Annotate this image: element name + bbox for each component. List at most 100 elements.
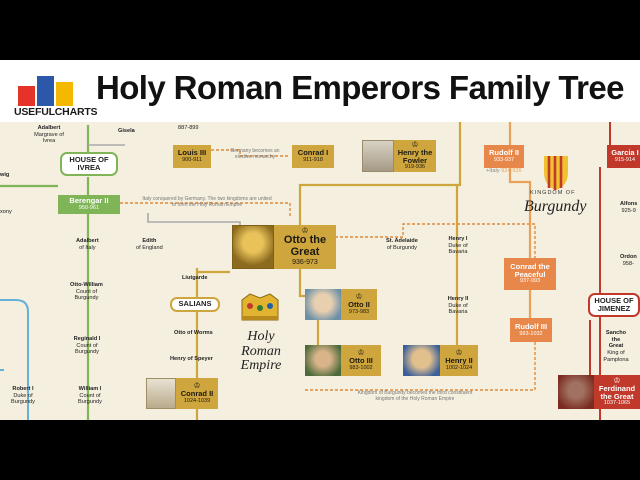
person-name: wig — [0, 172, 10, 178]
crown-icon: ♔ — [355, 292, 363, 302]
person-dates: 958- — [622, 260, 634, 267]
person-name: Sancho the Great — [605, 330, 627, 350]
person-name: Henry I — [448, 236, 468, 242]
ruler-name: Rudolf III — [514, 321, 548, 331]
henry-speyer-label: Henry of Speyer — [170, 356, 213, 363]
italy-conquered-note: Italy conquered by Germany. The two king… — [142, 196, 272, 209]
ruler-name: Henry the Fowler — [397, 147, 433, 165]
elective-monarchy-note: Germany becomes an elective monarchy — [230, 148, 280, 161]
person-title: Duke of Burgundy — [11, 392, 35, 406]
ruler-name: Conrad II — [180, 389, 214, 399]
ruler-dates: 915-914 — [614, 157, 636, 164]
ruler-conrad-the-peaceful: Conrad the Peaceful 937-993 — [504, 258, 556, 290]
person-name: Reginald I — [73, 336, 101, 342]
italy-dates: 924-926 — [501, 168, 522, 174]
ruler-ferdinand-the-great: ♔ Ferdinand the Great 1037-1065 — [594, 375, 640, 409]
house-jimenez-badge: HOUSE OF JIMENEZ — [588, 293, 640, 317]
ruler-name: Ferdinand the Great — [598, 383, 636, 401]
adalbert-margrave-label: Adalbert Margrave of Ivrea — [34, 125, 64, 145]
burgundy-emblem-small: KINGDOM OF — [530, 190, 576, 196]
gisela-label: Gisela — [118, 128, 135, 135]
person-title: Margrave of Ivrea — [34, 131, 64, 145]
ruler-name: Rudolf II — [489, 148, 519, 158]
person-title: Count of Burgundy — [74, 288, 99, 302]
ruler-dates: 933-937 — [493, 157, 515, 164]
person-title: of England — [136, 244, 163, 251]
ruler-dates: 973-983 — [348, 309, 370, 316]
house-ivrea-badge: HOUSE OF IVREA — [60, 152, 118, 176]
person-name: Otto of Worms — [174, 330, 213, 336]
ruler-henry-the-fowler: ♔ Henry the Fowler 919-936 — [394, 140, 436, 172]
ruler-henry-ii: ♔ Henry II 1002-1024 — [440, 345, 478, 376]
person-title: Duke of Bavaria — [448, 242, 468, 256]
person-name: Henry of Speyer — [170, 356, 213, 362]
crown-icon: ♔ — [613, 375, 621, 385]
crown-icon: ♔ — [193, 381, 201, 391]
ruler-garcia-i: Garcia I 915-914 — [607, 145, 640, 168]
person-name: Henry II — [447, 296, 469, 302]
conrad-ii-portrait — [146, 378, 176, 409]
person-title: of Burgundy — [386, 244, 417, 251]
person-name: Adalbert — [37, 125, 61, 131]
logo-text: USEFULCHARTS — [14, 106, 98, 118]
person-name: Edith — [142, 238, 157, 244]
person-name: Adalbert — [76, 238, 99, 244]
henry-fowler-portrait — [362, 140, 394, 172]
otto-worms-label: Otto of Worms — [174, 330, 213, 337]
ruler-conrad-ii: ♔ Conrad II 1024-1039 — [176, 378, 218, 409]
ruler-name: Otto II — [348, 300, 370, 310]
burgundy-emblem-title: Burgundy — [524, 198, 587, 215]
otto-iii-portrait — [305, 345, 341, 376]
person-title: Count of Burgundy — [78, 392, 102, 406]
henry-ii-portrait — [403, 345, 440, 376]
ruler-dates: 911-918 — [303, 157, 323, 164]
person-name: Otto-William — [70, 282, 103, 288]
liutgarde-label: Liutgarde — [182, 275, 207, 282]
person-name: William I — [78, 386, 102, 392]
person-name: Robert I — [12, 386, 34, 392]
ruler-dates: 983-1002 — [349, 365, 373, 372]
ruler-otto-ii: ♔ Otto II 973-983 — [341, 289, 377, 320]
hre-emblem-title: Holy Roman Empire — [240, 329, 282, 374]
ruler-name: Otto the Great — [283, 234, 327, 258]
crown-icon: ♔ — [301, 226, 309, 236]
ruler-otto-the-great: ♔ Otto the Great 936-973 — [274, 225, 336, 269]
person-title: of Italy — [79, 244, 96, 251]
crown-icon: ♔ — [357, 348, 365, 358]
person-title: King of Pamplona — [603, 350, 629, 363]
ruler-berengar-ii: Berengar II 950-961 — [58, 195, 120, 214]
ruler-dates: 900-911 — [182, 157, 202, 164]
imperial-crown-icon — [238, 290, 282, 324]
usefulcharts-logo: USEFULCHARTS — [14, 72, 98, 118]
person-title: Duke of Bavaria — [448, 302, 468, 316]
header-bar — [0, 60, 640, 122]
otto-ii-portrait — [305, 289, 341, 320]
person-dates: 925-9 — [621, 207, 636, 214]
crown-icon: ♔ — [411, 139, 419, 149]
ruler-name: Conrad I — [297, 148, 329, 158]
ruler-name: Berengar II — [69, 196, 109, 206]
ruler-dates: 936-973 — [292, 259, 318, 267]
sancho-label: Sancho the Great King of Pamplona — [601, 330, 631, 364]
burgundy-third-kingdom-note: Kingdom of Burgundy becomes the third co… — [357, 390, 473, 403]
logo-bar-red — [18, 86, 35, 106]
logo-bar-yellow — [56, 82, 73, 106]
person-name: Gisela — [118, 128, 135, 134]
person-title: Count of Burgundy — [75, 342, 99, 356]
ruler-name: Henry II — [445, 356, 473, 366]
ruler-name: Louis III — [177, 148, 207, 158]
ruler-name: Otto III — [349, 356, 373, 366]
ruler-otto-iii: ♔ Otto III 983-1002 — [341, 345, 381, 376]
person-name: St. Adelaide — [386, 238, 418, 244]
person-name: Ordon — [620, 254, 637, 260]
house-salians-badge: SALIANS — [170, 297, 220, 312]
